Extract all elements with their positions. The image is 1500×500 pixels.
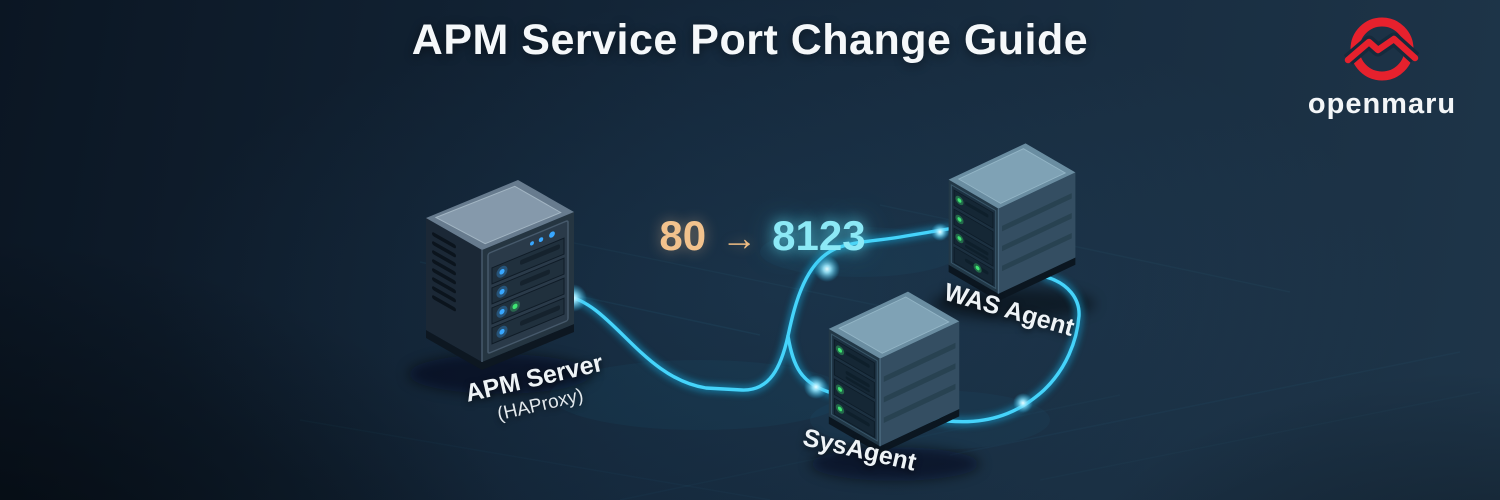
server-shadows — [408, 288, 1095, 481]
openmaru-mountain-icon — [1343, 17, 1420, 81]
openmaru-logo-text: openmaru — [1307, 88, 1457, 120]
arrow-right-icon: → — [721, 217, 758, 258]
connection-cable — [559, 223, 1084, 427]
drive-bays — [491, 237, 565, 345]
drive-bays — [833, 338, 875, 439]
port-to-value: 8123 — [772, 212, 866, 259]
was-agent-server-illustration — [948, 143, 1076, 301]
page-title: APM Service Port Change Guide — [411, 16, 1089, 64]
status-led-strip — [530, 231, 555, 246]
apm-server-illustration — [426, 180, 574, 370]
openmaru-logo: openmaru — [1294, 12, 1470, 121]
port-from-value: 80 — [659, 212, 707, 259]
vent-grille — [432, 232, 456, 312]
drive-bays — [953, 189, 994, 286]
port-change-annotation: 80 → 8123 — [640, 212, 885, 260]
sysagent-server-illustration — [828, 291, 960, 454]
